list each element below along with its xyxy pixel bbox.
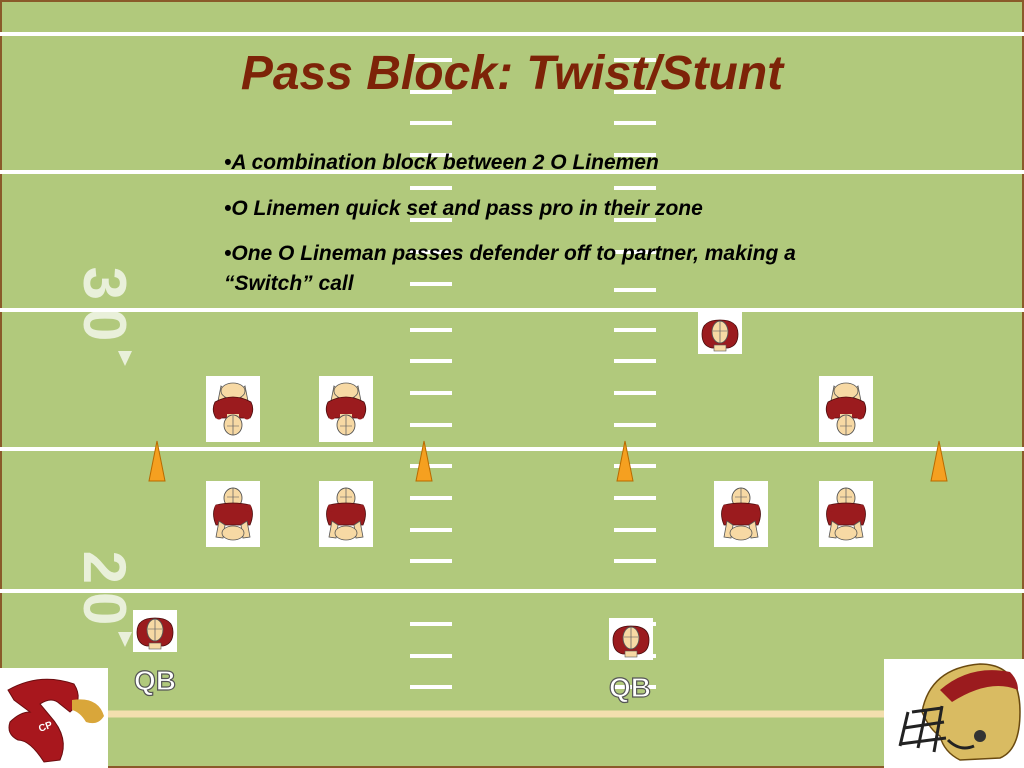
yard-arrow-30: [118, 351, 132, 366]
slide-title: Pass Block: Twist/Stunt: [240, 47, 784, 100]
hash-marks-left: [410, 58, 452, 689]
yard-number-30: 30: [71, 267, 138, 350]
offensive-lineman-icon: [206, 481, 260, 547]
yard-arrow-20: [118, 632, 132, 647]
bullet-marker: •: [224, 197, 232, 220]
defensive-player-icon: [819, 376, 873, 442]
quarterback-icon: [609, 618, 653, 660]
offensive-lineman-icon: [319, 481, 373, 547]
offensive-lineman-icon: [714, 481, 768, 547]
defensive-player-icon: [206, 376, 260, 442]
qb-label-left: QB: [134, 665, 176, 696]
bullet-item: •O Linemen quick set and pass pro in the…: [224, 194, 844, 224]
defensive-player-icon: [698, 312, 742, 354]
defensive-player-icon: [319, 376, 373, 442]
bullet-marker: •: [224, 151, 232, 174]
bullet-text: A combination block between 2 O Linemen: [231, 151, 659, 174]
bullet-marker: •: [224, 242, 232, 265]
bullet-text: One O Lineman passes defender off to par…: [224, 242, 796, 295]
bullet-item: •A combination block between 2 O Linemen: [224, 148, 844, 178]
team-logo-text: CP: [37, 720, 54, 735]
bullet-text: O Linemen quick set and pass pro in thei…: [231, 197, 703, 220]
football-helmet-icon: [884, 659, 1024, 768]
quarterback-icon: [133, 610, 177, 652]
qb-label-right: QB: [609, 672, 651, 703]
bullet-item: •One O Lineman passes defender off to pa…: [224, 239, 844, 299]
yard-number-20: 20: [71, 551, 138, 634]
bullet-list: •A combination block between 2 O Linemen…: [224, 148, 844, 315]
yard-lines: [0, 32, 1024, 593]
team-logo-icon: CP: [0, 668, 108, 768]
offensive-lineman-icon: [819, 481, 873, 547]
